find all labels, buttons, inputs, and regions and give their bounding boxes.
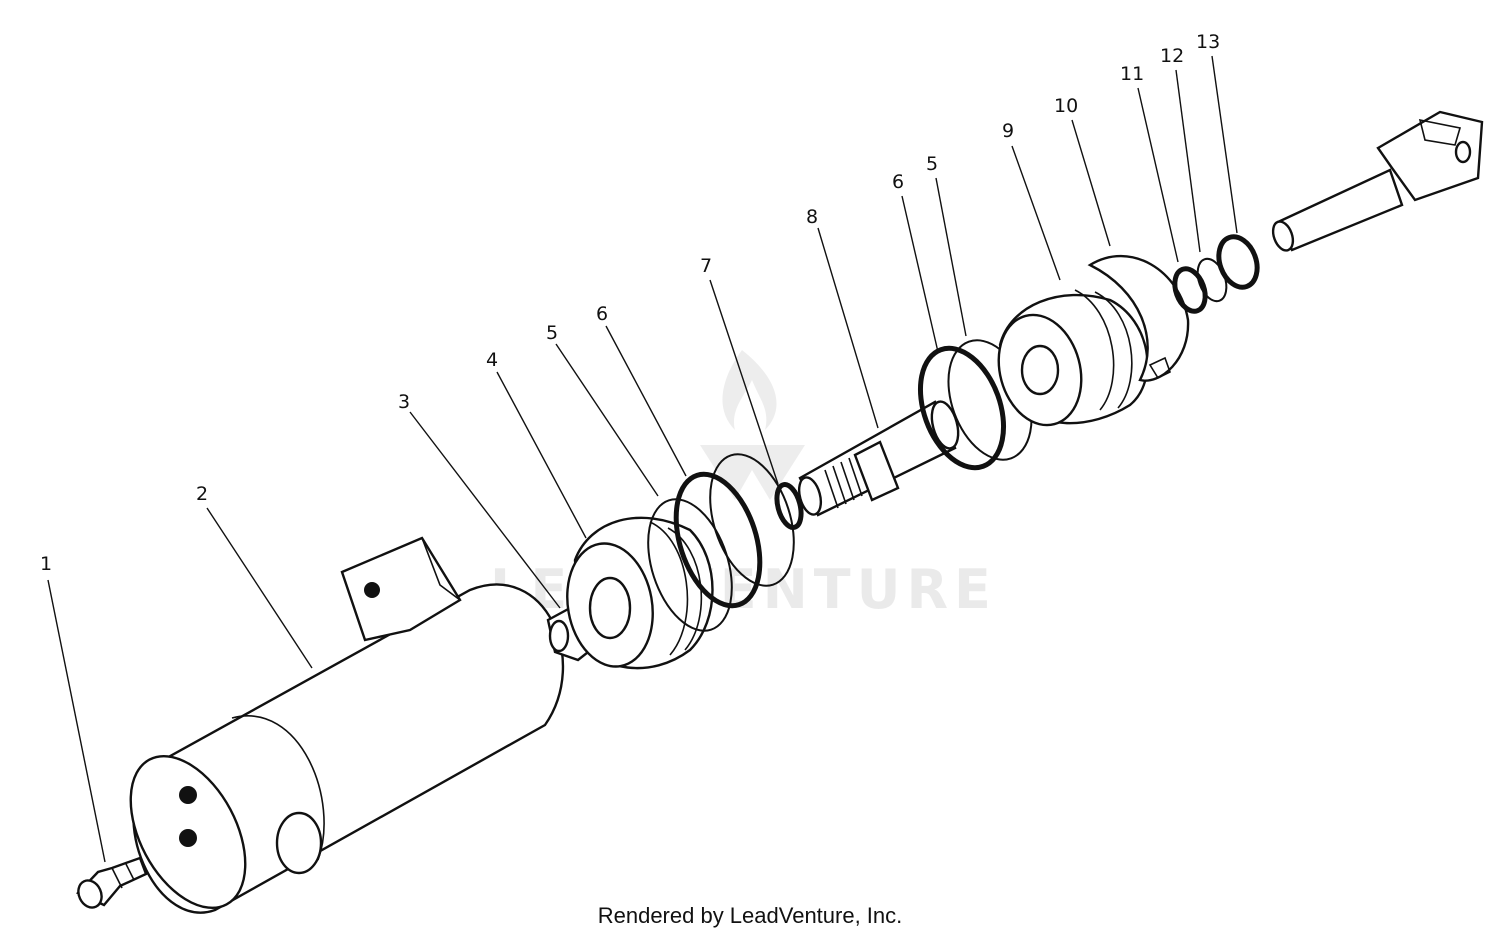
leader-1 [47, 579, 106, 863]
part-o-ring [774, 482, 804, 530]
leader-7 [709, 279, 779, 485]
leader-13 [1211, 55, 1238, 234]
callout-labels: 1 2 3 4 5 6 7 8 6 5 9 10 11 12 13 [40, 31, 1220, 575]
callout-5b: 5 [926, 153, 938, 175]
callout-6a: 6 [596, 303, 608, 325]
leader-6a [605, 325, 687, 477]
leader-3 [409, 411, 561, 609]
part-piston [566, 516, 714, 670]
credit-line: Rendered by LeadVenture, Inc. [597, 903, 903, 928]
leader-10 [1071, 119, 1111, 247]
part-cylinder-body [129, 536, 565, 914]
part-small-rings [1172, 234, 1260, 314]
part-clevis-rod [1271, 110, 1484, 252]
callout-2: 2 [196, 483, 208, 505]
leader-2 [206, 507, 313, 669]
leader-6b [901, 195, 939, 353]
callout-6b: 6 [892, 171, 904, 193]
leader-5b [935, 177, 967, 337]
callout-3: 3 [398, 391, 410, 413]
leader-5a [555, 343, 659, 497]
callout-11: 11 [1120, 63, 1144, 85]
leader-12 [1175, 69, 1201, 253]
callout-4: 4 [486, 349, 498, 371]
part-seal-rings-left [647, 453, 795, 632]
callout-12: 12 [1160, 45, 1184, 67]
callout-1: 1 [40, 553, 52, 575]
callout-9: 9 [1002, 120, 1014, 142]
callout-13: 13 [1196, 31, 1220, 53]
part-piston-rod [797, 400, 960, 517]
leader-4 [496, 371, 587, 539]
part-washer [1087, 254, 1190, 382]
callout-8: 8 [806, 206, 818, 228]
callout-5a: 5 [546, 322, 558, 344]
part-grease-fitting [75, 856, 148, 909]
leader-lines [47, 55, 1238, 863]
leader-9 [1011, 145, 1061, 281]
leader-8 [817, 227, 879, 429]
callout-7: 7 [700, 255, 712, 277]
part-gland [997, 289, 1149, 427]
leader-11 [1137, 87, 1179, 263]
callout-10: 10 [1054, 95, 1078, 117]
